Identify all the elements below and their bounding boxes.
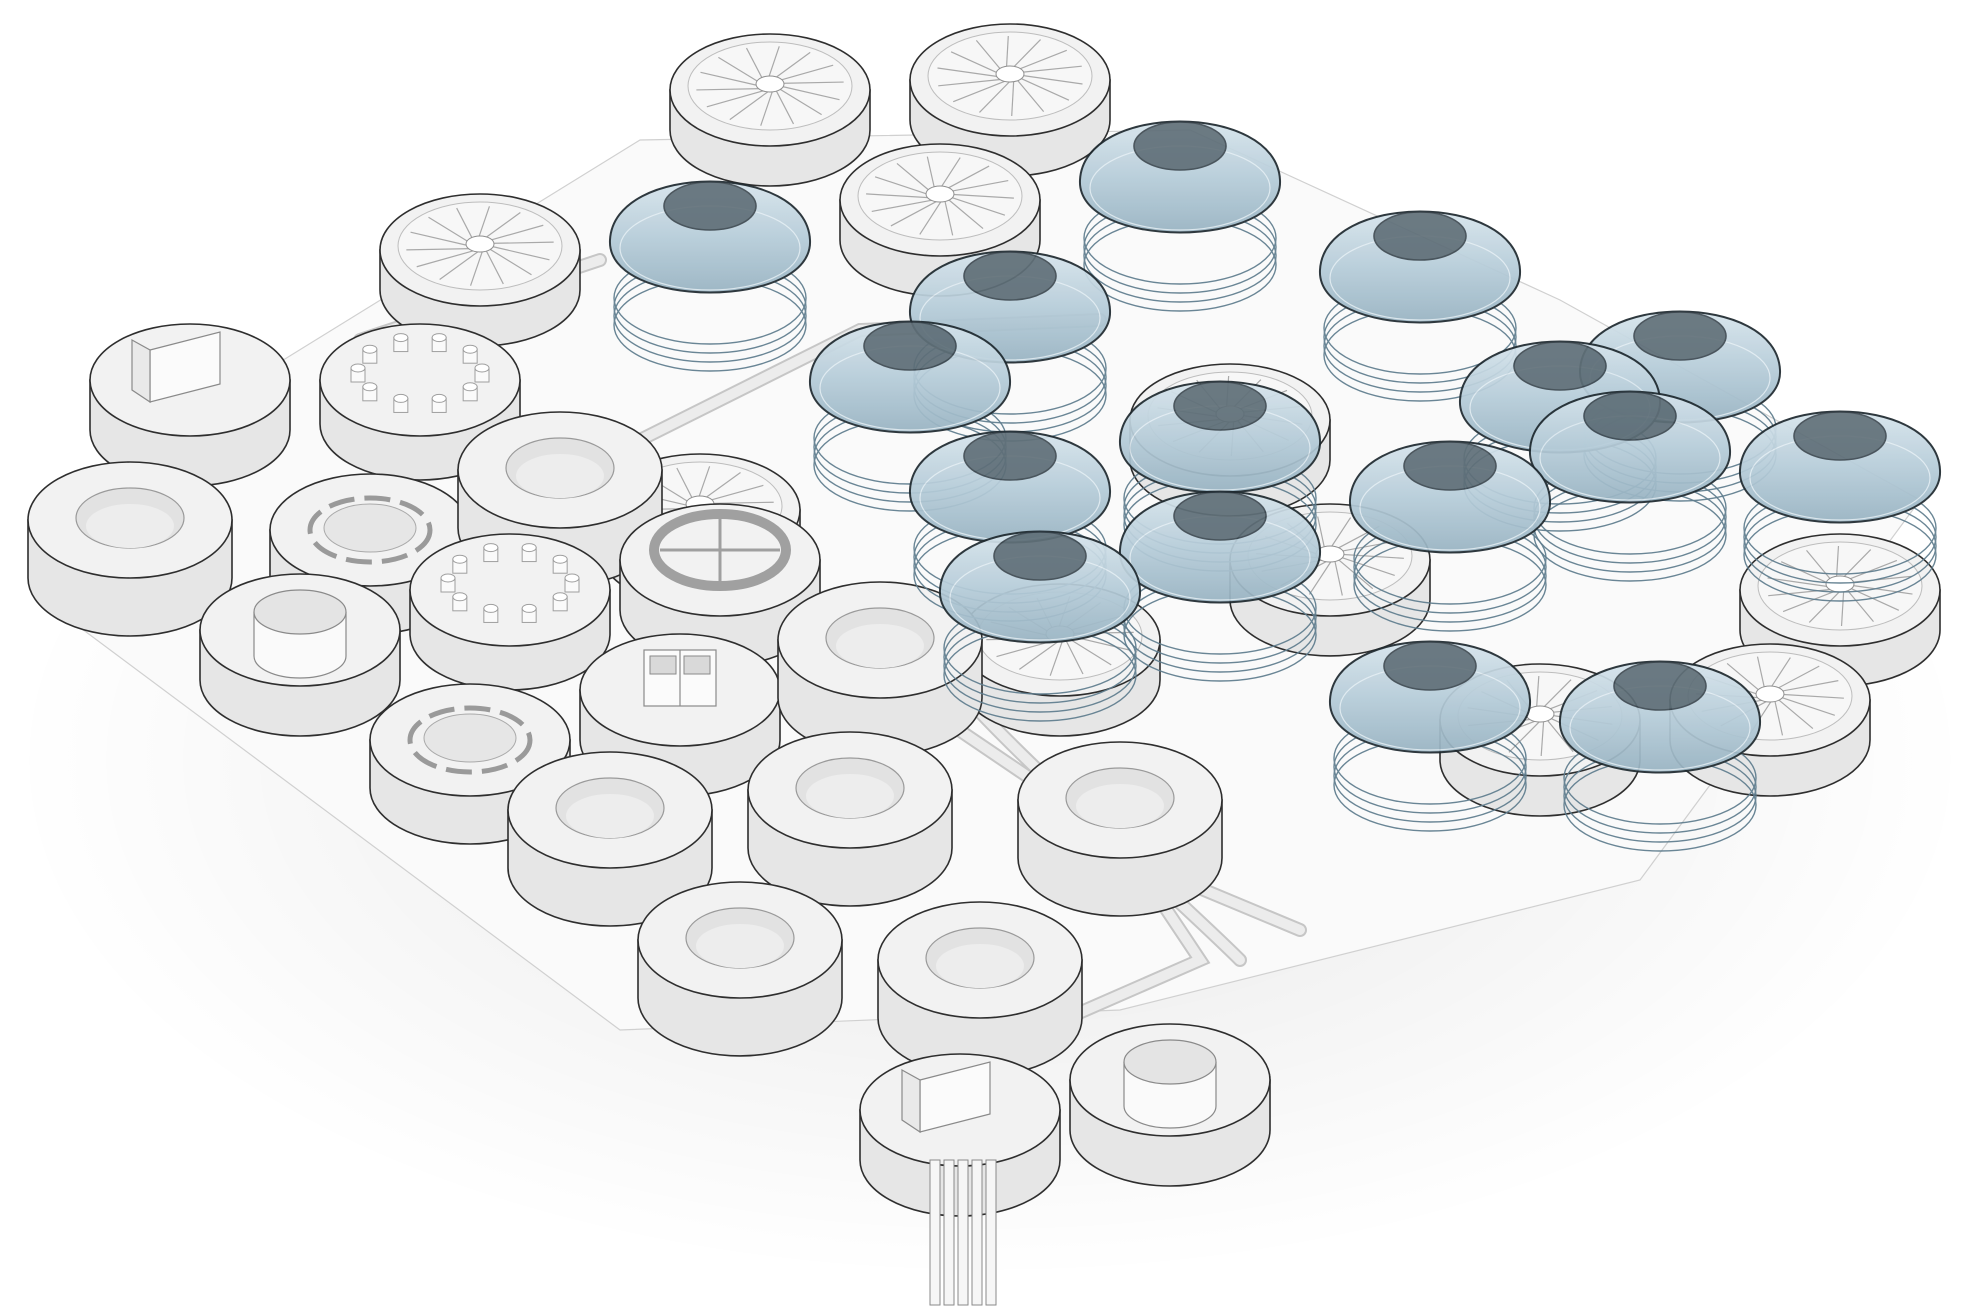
stem-tube (930, 1160, 940, 1305)
fan-hub (926, 186, 954, 202)
stem-tube (958, 1160, 968, 1305)
fan-unit (670, 34, 870, 186)
pin-cap (553, 555, 567, 563)
pin-ring (410, 534, 610, 690)
pin-cap (441, 574, 455, 582)
open-bowl (1018, 742, 1222, 916)
pin-cap (363, 383, 377, 391)
pin-cap (453, 555, 467, 563)
pod-opening (964, 432, 1056, 480)
bowl-floor (936, 944, 1024, 988)
pod-opening (994, 532, 1086, 580)
pin-cap (522, 544, 536, 552)
fan-hub (466, 236, 494, 252)
core-unit (1070, 1024, 1270, 1186)
core-cell (650, 656, 676, 674)
pod-opening (1174, 492, 1266, 540)
pod-opening (1634, 312, 1726, 360)
pin-cap (565, 574, 579, 582)
pin-cap (553, 593, 567, 601)
slot-ring-center (424, 714, 516, 762)
pod-opening (1174, 382, 1266, 430)
pin-cap (432, 334, 446, 342)
pod-opening (1374, 212, 1466, 260)
pin-cap (484, 604, 498, 612)
pod-opening (1614, 662, 1706, 710)
stem-layer (930, 1160, 996, 1305)
pin-cap (394, 334, 408, 342)
pin-cap (522, 604, 536, 612)
pin-cap (463, 345, 477, 353)
open-bowl (748, 732, 952, 906)
bowl-floor (696, 924, 784, 968)
stem-tube (944, 1160, 954, 1305)
pin-cap (394, 394, 408, 402)
bowl-floor (1076, 784, 1164, 828)
pin-cap (484, 544, 498, 552)
core-cylinder-top (254, 590, 346, 634)
fan-unit (380, 194, 580, 346)
bowl-floor (86, 504, 174, 548)
pin-cap (432, 394, 446, 402)
stem-tube (972, 1160, 982, 1305)
bowl-floor (836, 624, 924, 668)
pin-cap (463, 383, 477, 391)
housing-top (410, 534, 610, 646)
pod-opening (864, 322, 956, 370)
pod-opening (964, 252, 1056, 300)
pod-opening (1134, 122, 1226, 170)
pod-opening (664, 182, 756, 230)
pod-opening (1794, 412, 1886, 460)
pod-opening (1514, 342, 1606, 390)
bowl-floor (516, 454, 604, 498)
core-cylinder-top (1124, 1040, 1216, 1084)
housing-top (320, 324, 520, 436)
pin-cap (351, 364, 365, 372)
fan-hub (1756, 686, 1784, 702)
core-unit (200, 574, 400, 736)
pin-cap (453, 593, 467, 601)
core-cell (684, 656, 710, 674)
fan-hub (756, 76, 784, 92)
pod-opening (1584, 392, 1676, 440)
bowl-floor (806, 774, 894, 818)
open-bowl (878, 902, 1082, 1076)
fan-hub (1826, 576, 1854, 592)
pin-cap (475, 364, 489, 372)
pod-opening (1384, 642, 1476, 690)
open-bowl (28, 462, 232, 636)
pin-cap (363, 345, 377, 353)
slot-ring-center (324, 504, 416, 552)
fan-hub (996, 66, 1024, 82)
open-bowl (638, 882, 842, 1056)
pod-opening (1404, 442, 1496, 490)
bowl-floor (566, 794, 654, 838)
stem-tube (986, 1160, 996, 1305)
